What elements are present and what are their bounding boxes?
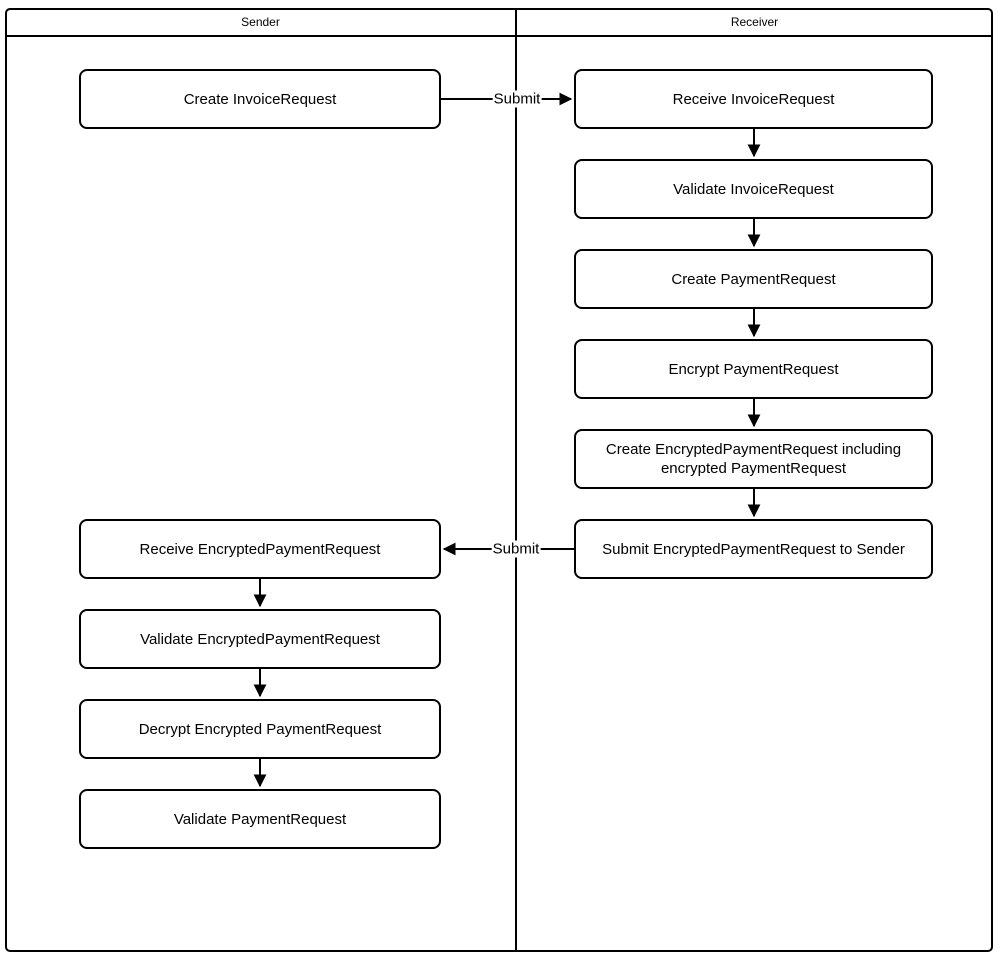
node-label: Validate InvoiceRequest [673,180,834,198]
lane-header-receiver: Receiver [516,8,993,35]
node-create-invoicerequest: Create InvoiceRequest [79,69,441,129]
node-label: Validate PaymentRequest [173,810,347,828]
node-create-paymentrequest: Create PaymentRequest [574,249,933,309]
edge-label-submit-invoicerequest: Submit [492,90,542,108]
node-validate-invoicerequest: Validate InvoiceRequest [574,159,933,219]
node-label: Create PaymentRequest [671,270,836,288]
lane-header-row: Sender Receiver [5,8,993,37]
node-validate-encryptedpaymentrequest: Validate EncryptedPaymentRequest [79,609,441,669]
edge-label-submit-encryptedpaymentrequest: Submit [491,540,541,558]
node-submit-encryptedpaymentrequest-to-sender: Submit EncryptedPaymentRequest to Sender [574,519,933,579]
node-label: Create EncryptedPaymentRequest including… [605,441,902,477]
node-label: Submit EncryptedPaymentRequest to Sender [602,540,905,558]
node-label: Receive InvoiceRequest [672,90,835,108]
lane-title-receiver: Receiver [730,14,779,29]
lane-title-sender: Sender [241,14,280,29]
node-label: Validate EncryptedPaymentRequest [140,630,380,648]
node-label: Decrypt Encrypted PaymentRequest [138,720,382,738]
node-create-encryptedpaymentrequest-including: Create EncryptedPaymentRequest including… [574,429,933,489]
lane-header-sender: Sender [5,8,516,35]
node-encrypt-paymentrequest: Encrypt PaymentRequest [574,339,933,399]
node-receive-encryptedpaymentrequest: Receive EncryptedPaymentRequest [79,519,441,579]
node-receive-invoicerequest: Receive InvoiceRequest [574,69,933,129]
node-decrypt-encrypted-paymentrequest: Decrypt Encrypted PaymentRequest [79,699,441,759]
node-validate-paymentrequest: Validate PaymentRequest [79,789,441,849]
node-label: Receive EncryptedPaymentRequest [139,540,381,558]
lane-divider [515,8,517,952]
node-label: Encrypt PaymentRequest [668,360,839,378]
node-label: Create InvoiceRequest [183,90,337,108]
